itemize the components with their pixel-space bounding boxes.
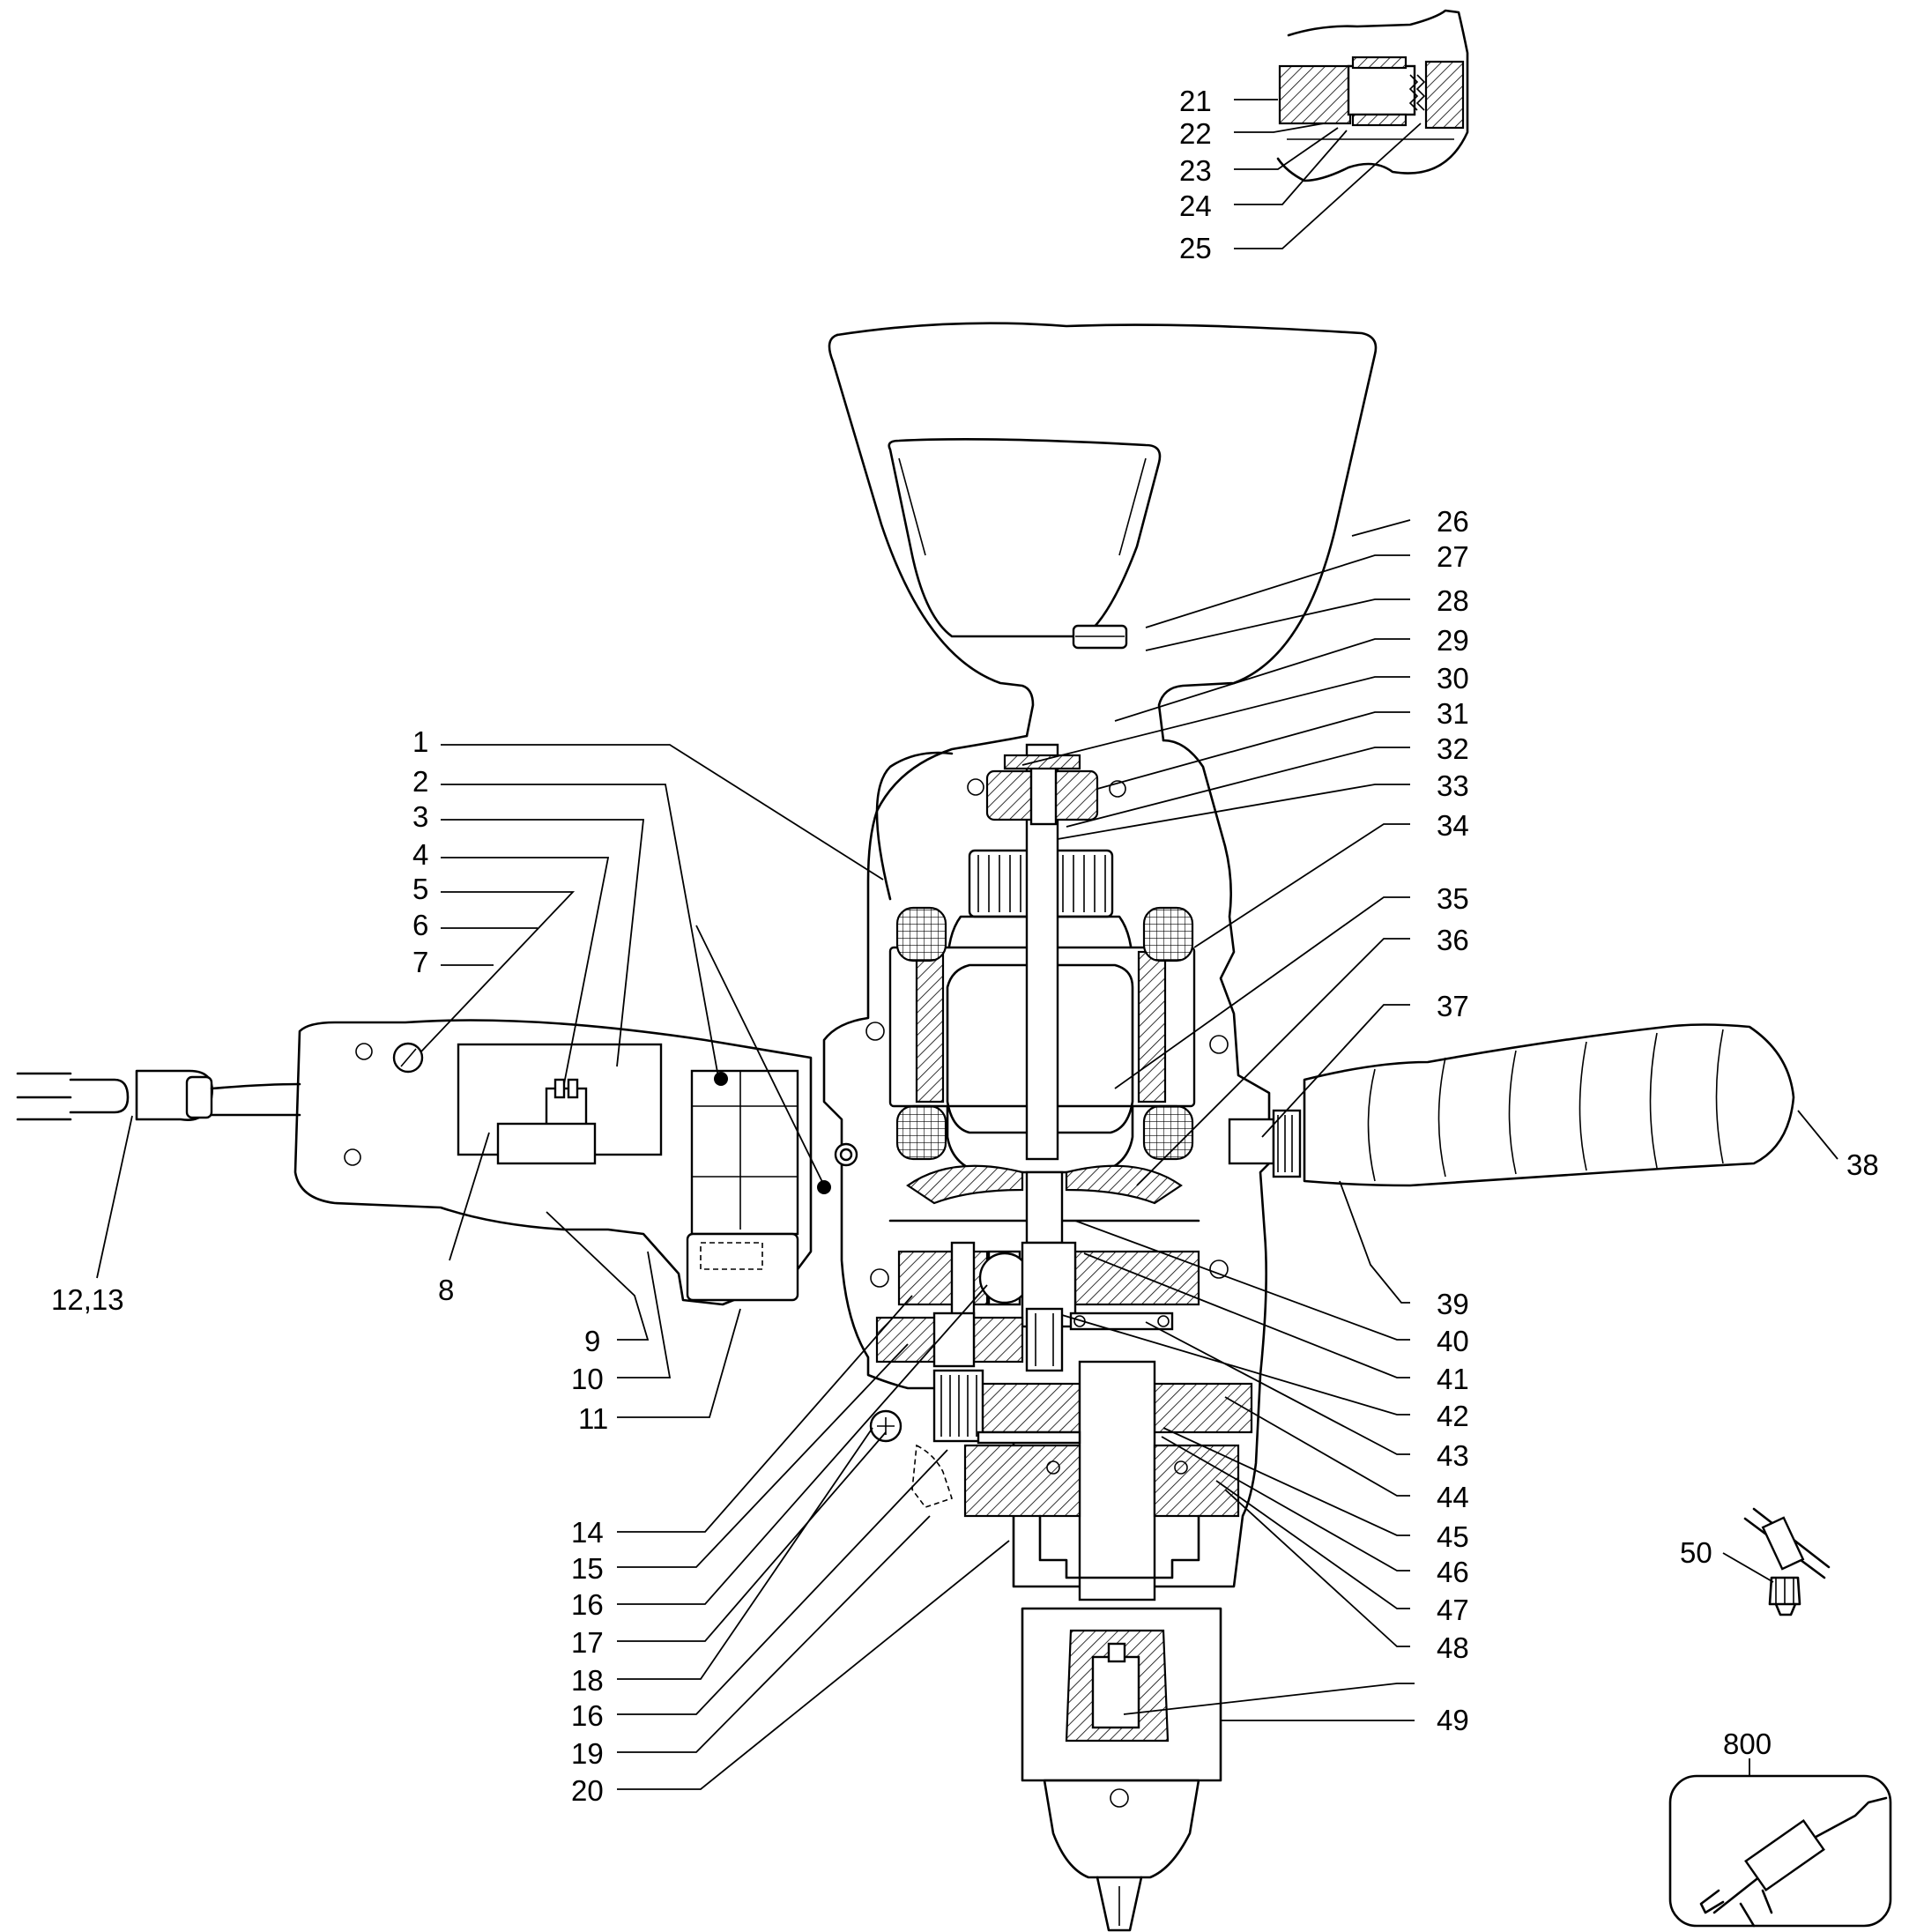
callout-32: 32	[1437, 732, 1469, 765]
callout-27: 27	[1437, 540, 1469, 573]
callout-20: 20	[571, 1774, 604, 1807]
gear-case	[869, 1241, 1253, 1601]
callout-7: 7	[412, 946, 428, 978]
callout-35: 35	[1437, 882, 1469, 915]
switch-handle	[16, 751, 954, 1306]
callout-5: 5	[412, 873, 428, 905]
callout-38: 38	[1846, 1148, 1879, 1181]
rear-d-handle	[828, 322, 1378, 742]
callout-26: 26	[1437, 505, 1469, 538]
callout-6: 6	[412, 909, 428, 941]
callout-41: 41	[1437, 1363, 1469, 1395]
callout-40: 40	[1437, 1325, 1469, 1357]
leader-lines	[96, 99, 1838, 1790]
callout-2: 2	[412, 765, 428, 798]
callout-10: 10	[571, 1363, 604, 1395]
kit-box	[1668, 1774, 1892, 1928]
callout-800: 800	[1723, 1728, 1772, 1760]
callout-29: 29	[1437, 624, 1469, 657]
side-handle	[1228, 1023, 1795, 1187]
callout-21: 21	[1179, 85, 1212, 117]
callout-3: 3	[412, 800, 428, 833]
callout-49: 49	[1437, 1704, 1469, 1736]
callout-15: 15	[571, 1552, 604, 1585]
fan	[888, 1164, 1200, 1245]
callout-19: 19	[571, 1737, 604, 1770]
callout-16-upper: 16	[571, 1588, 604, 1621]
callout-24: 24	[1179, 189, 1212, 222]
callout-31: 31	[1437, 697, 1469, 730]
callout-47: 47	[1437, 1594, 1469, 1626]
callout-37: 37	[1437, 990, 1469, 1022]
callout-18: 18	[571, 1664, 604, 1697]
callout-14: 14	[571, 1516, 604, 1549]
callout-16-lower: 16	[571, 1699, 604, 1732]
motor-housing	[822, 734, 1271, 1588]
chuck-key	[1743, 1507, 1831, 1616]
callout-45: 45	[1437, 1520, 1469, 1553]
callout-36: 36	[1437, 924, 1469, 956]
callout-28: 28	[1437, 584, 1469, 617]
callout-39: 39	[1437, 1288, 1469, 1320]
callout-33: 33	[1437, 769, 1469, 802]
callout-1: 1	[412, 725, 428, 758]
callout-44: 44	[1437, 1481, 1469, 1513]
callout-46: 46	[1437, 1556, 1469, 1588]
callout-30: 30	[1437, 662, 1469, 695]
inset-side-handle-detail	[1276, 9, 1469, 182]
callout-17: 17	[571, 1626, 604, 1659]
callout-43: 43	[1437, 1439, 1469, 1472]
callout-12-13: 12,13	[51, 1283, 124, 1316]
callout-labels: 21 22 23 24 25 26 27 28 29 30 31 32 33 3…	[51, 85, 1879, 1807]
callout-50: 50	[1680, 1536, 1712, 1569]
callout-34: 34	[1437, 809, 1469, 842]
callout-48: 48	[1437, 1631, 1469, 1664]
callout-11: 11	[578, 1402, 608, 1435]
callout-8: 8	[438, 1274, 454, 1306]
callout-25: 25	[1179, 232, 1212, 264]
motor-armature	[888, 743, 1196, 1174]
chuck	[1021, 1607, 1222, 1932]
callout-22: 22	[1179, 117, 1212, 150]
callout-42: 42	[1437, 1400, 1469, 1432]
callout-23: 23	[1179, 154, 1212, 187]
callout-4: 4	[412, 838, 428, 871]
callout-9: 9	[584, 1325, 600, 1357]
